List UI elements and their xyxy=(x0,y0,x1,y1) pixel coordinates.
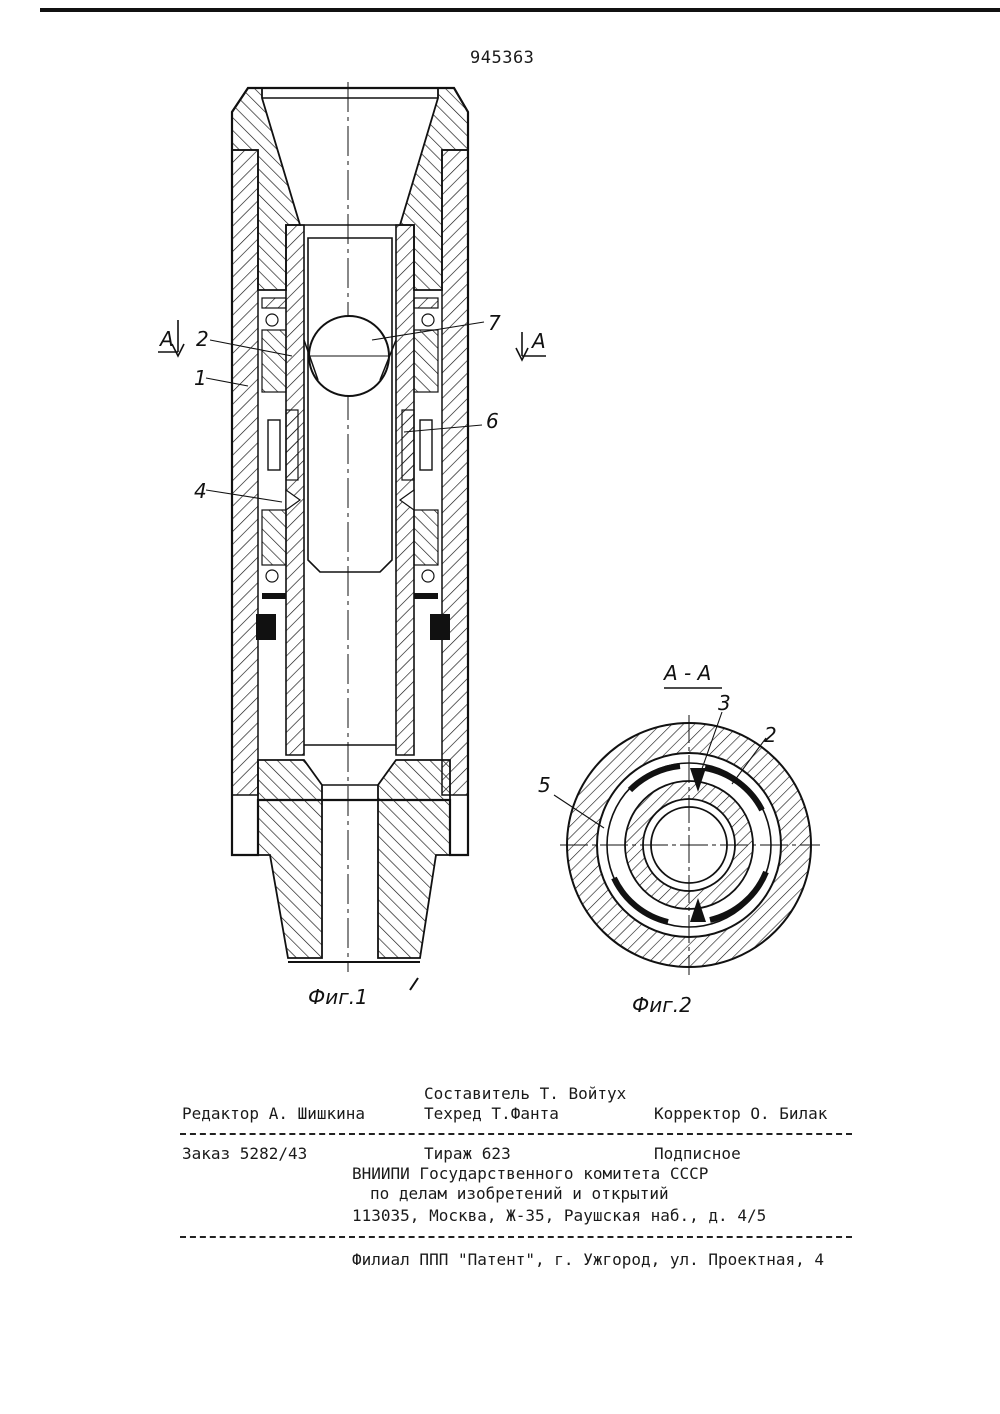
sleeve-right xyxy=(395,224,415,756)
section-marker-right: А xyxy=(515,329,546,362)
label-2: 2 xyxy=(196,327,209,351)
subscription: Подписное xyxy=(654,1144,741,1163)
patent-number: 945363 xyxy=(470,48,535,68)
branch: Филиал ППП "Патент", г. Ужгород, ул. Про… xyxy=(352,1250,825,1269)
housing-left-wall xyxy=(231,149,259,796)
label-7: 7 xyxy=(488,311,501,335)
label-4: 4 xyxy=(194,479,207,503)
fig1-leaders: 2 1 4 6 7 xyxy=(194,311,501,503)
section-title: А - А xyxy=(662,661,711,685)
housing-right-wall xyxy=(441,149,469,796)
bottom-nozzle-right xyxy=(377,759,451,959)
techred: Техред Т.Фанта xyxy=(424,1104,559,1123)
address: 113035, Москва, Ж-35, Раушская наб., д. … xyxy=(352,1206,767,1225)
org-line-1: ВНИИПИ Государственного комитета СССР xyxy=(352,1164,709,1183)
section-mark-right: А xyxy=(530,329,546,353)
label-5: 5 xyxy=(538,773,551,797)
org-line-2: по делам изобретений и открытий xyxy=(370,1184,669,1203)
divider-2 xyxy=(180,1236,852,1238)
divider-1 xyxy=(180,1133,852,1135)
order: Заказ 5282/43 xyxy=(182,1144,308,1163)
corrector: Корректор О. Билак xyxy=(654,1104,828,1123)
label-6: 6 xyxy=(486,409,499,433)
fig2-caption: Фиг.2 xyxy=(632,993,692,1017)
inner-bore xyxy=(307,237,393,573)
sleeve-left xyxy=(285,224,305,756)
right-ring-assembly xyxy=(398,297,450,640)
circulation: Тираж 623 xyxy=(424,1144,511,1163)
fig1-caption: Фиг.1 xyxy=(308,985,368,1009)
section-marker-left: А xyxy=(158,320,185,358)
bottom-nozzle-left xyxy=(257,759,323,959)
top-border-line xyxy=(40,8,1000,12)
label-1: 1 xyxy=(194,366,207,390)
label-2b: 2 xyxy=(764,723,777,747)
left-ring-assembly xyxy=(256,297,302,640)
editor: Редактор А. Шишкина xyxy=(182,1104,366,1123)
figure-2-drawing: А - А 3 2 5 Фиг.2 xyxy=(538,661,820,1017)
composer: Составитель Т. Войтух xyxy=(424,1084,627,1103)
section-mark-left: А xyxy=(158,327,174,351)
figure-1-drawing: А А 2 1 4 6 7 Фиг.1 xyxy=(158,82,546,1009)
label-3: 3 xyxy=(718,691,731,715)
